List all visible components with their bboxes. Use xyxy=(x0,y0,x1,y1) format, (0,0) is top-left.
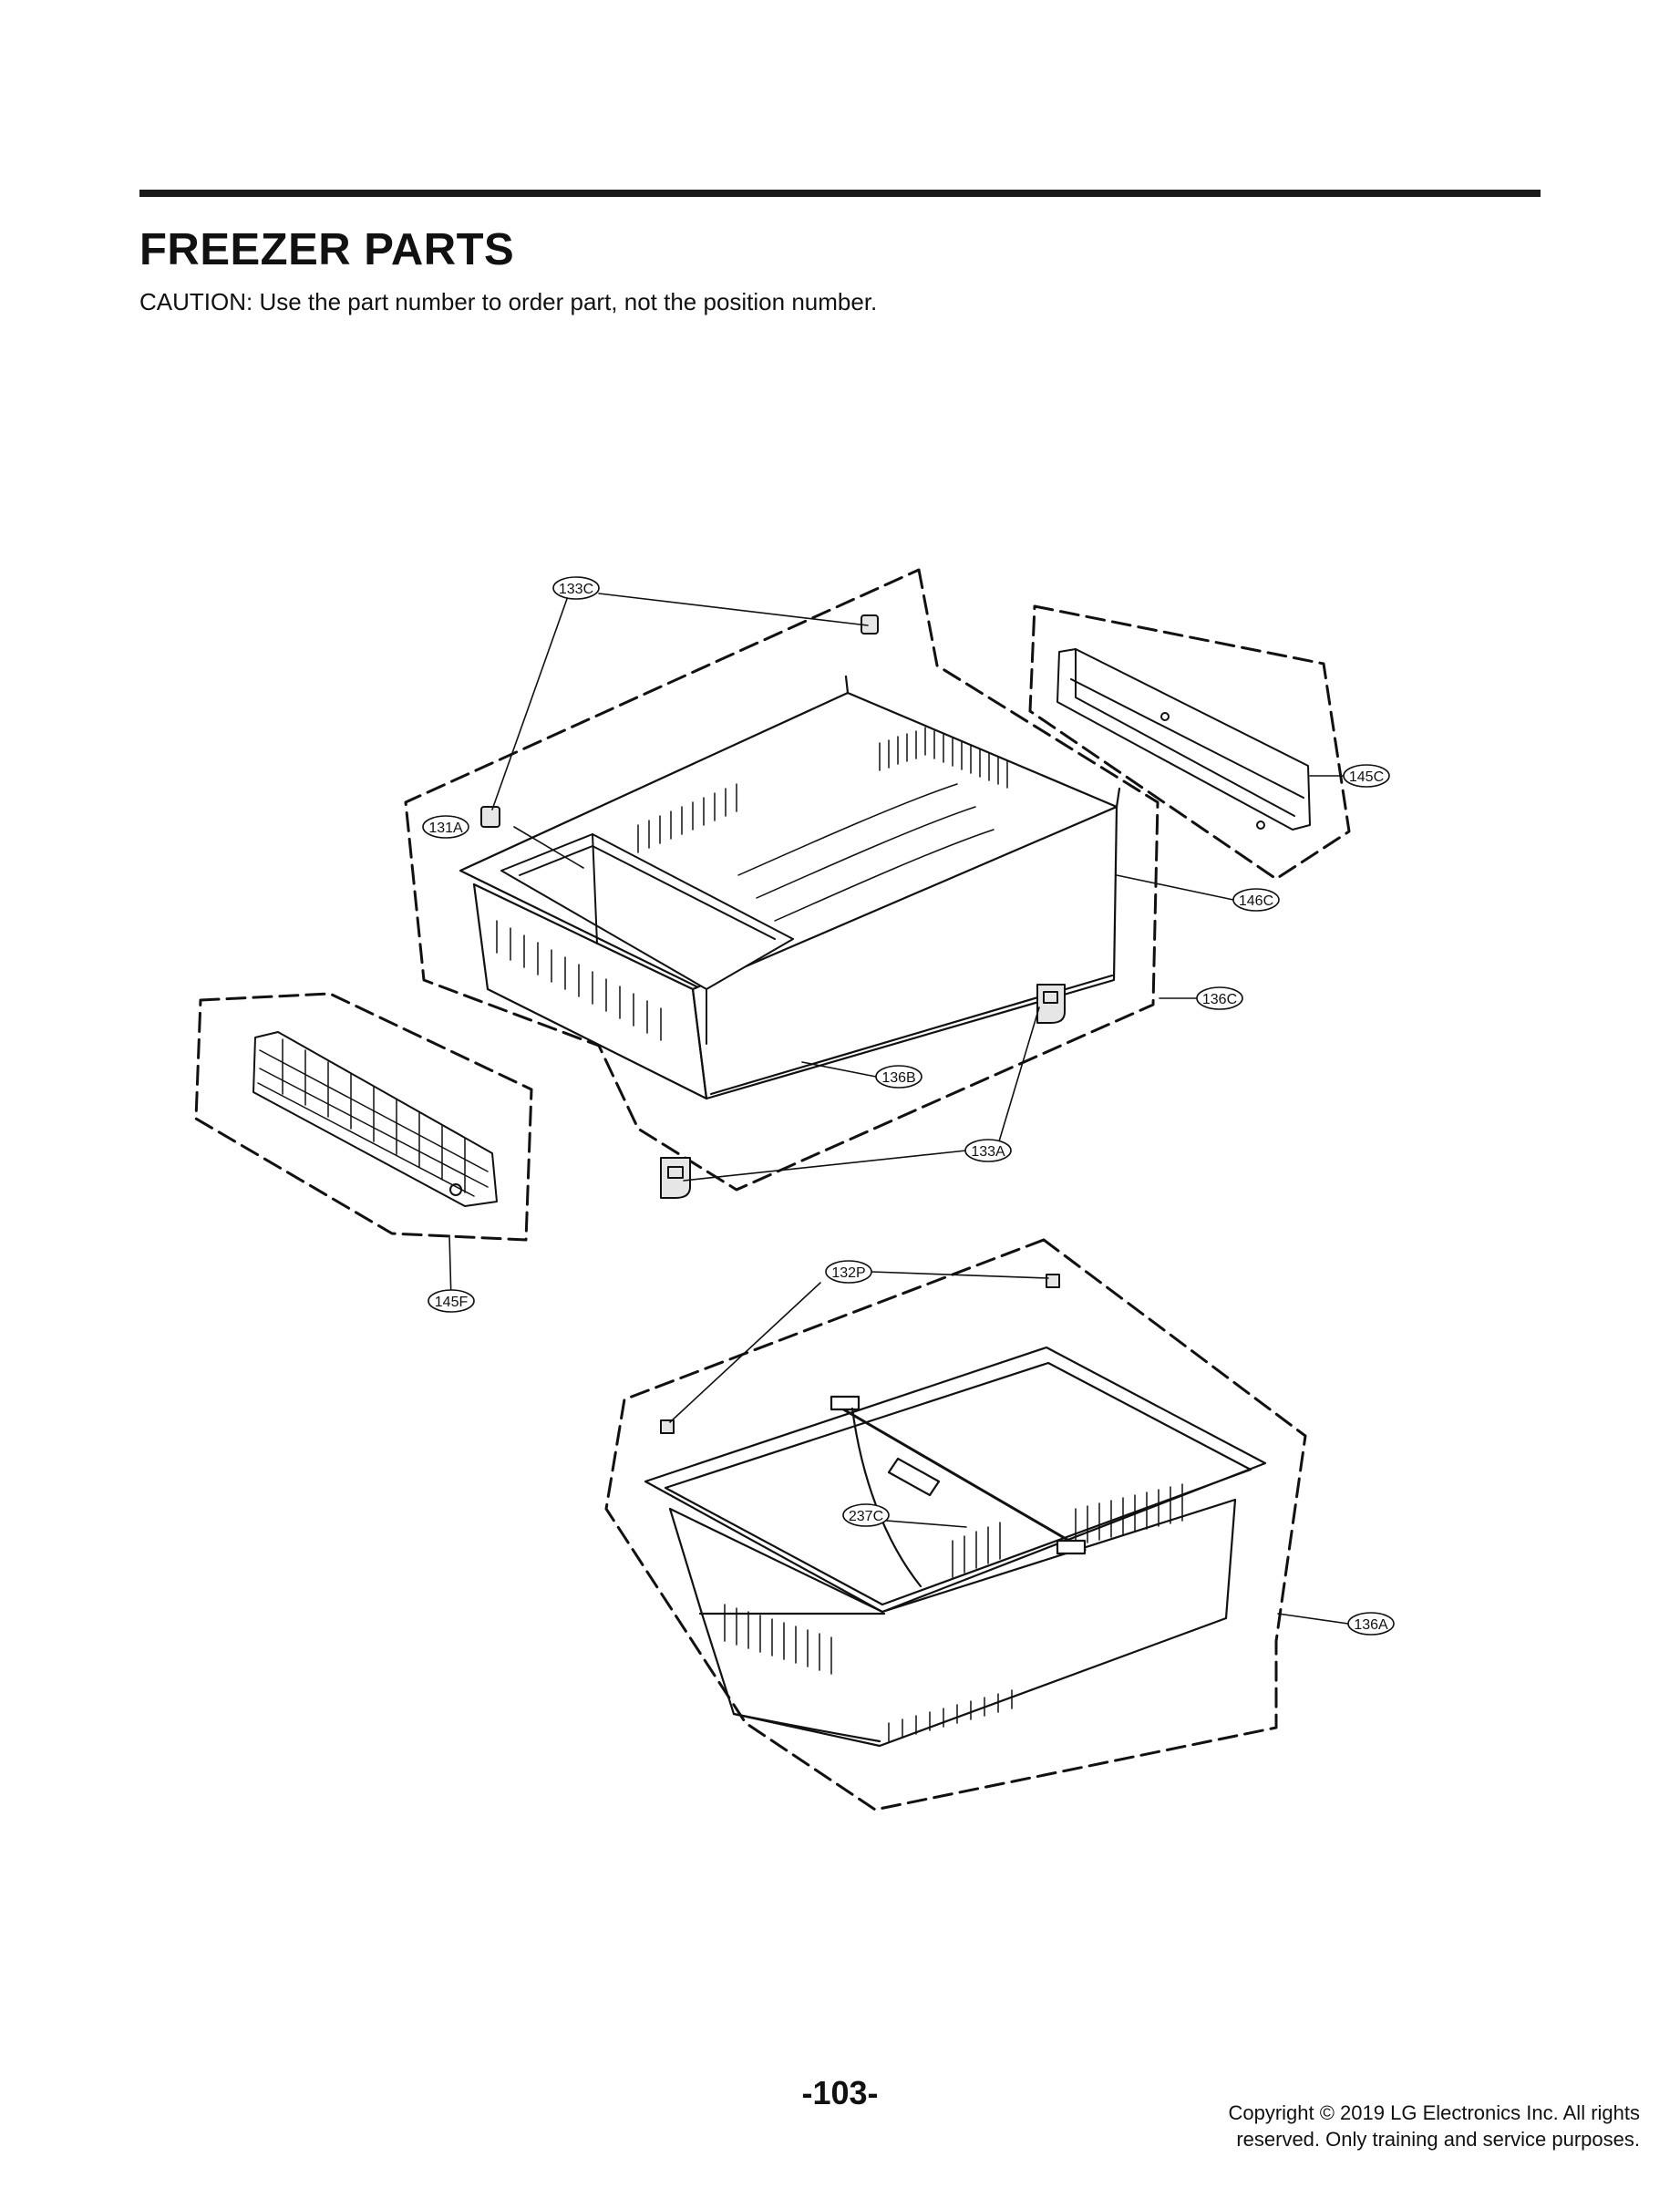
svg-text:136A: 136A xyxy=(1354,1617,1388,1633)
lower-basket xyxy=(644,1346,1267,1748)
lower-basket-group-outline xyxy=(604,1238,1307,1811)
svg-text:136B: 136B xyxy=(881,1070,915,1086)
copyright-notice: Copyright © 2019 LG Electronics Inc. All… xyxy=(1129,2100,1640,2152)
cover-group-outline xyxy=(194,992,533,1242)
copyright-line-1: Copyright © 2019 LG Electronics Inc. All… xyxy=(1228,2101,1640,2124)
caution-note: CAUTION: Use the part number to order pa… xyxy=(139,288,878,315)
clips-132P xyxy=(660,1274,1060,1434)
callout-136C: 136C xyxy=(1196,986,1243,1010)
svg-text:133A: 133A xyxy=(971,1144,1005,1160)
svg-text:131A: 131A xyxy=(428,820,463,836)
page-title: FREEZER PARTS xyxy=(139,225,515,274)
callout-237C: 237C xyxy=(842,1503,890,1527)
rail-145C xyxy=(1056,648,1311,831)
svg-text:136C: 136C xyxy=(1202,992,1237,1007)
header-rule xyxy=(139,190,1541,197)
stopper-133A-left xyxy=(660,1157,691,1199)
cover-145F xyxy=(253,1031,498,1207)
divider-237C xyxy=(830,1395,1087,1588)
stopper-133C-left xyxy=(480,806,500,828)
copyright-line-2: reserved. Only training and service purp… xyxy=(1236,2128,1640,2151)
callout-146C: 146C xyxy=(1232,888,1280,912)
svg-text:145C: 145C xyxy=(1349,769,1384,785)
callout-145C: 145C xyxy=(1343,764,1390,788)
page-number: -103- xyxy=(801,2074,879,2111)
callout-145F: 145F xyxy=(428,1289,475,1313)
callout-131A: 131A xyxy=(422,815,469,839)
callout-133C: 133C xyxy=(552,576,600,600)
callout-136B: 136B xyxy=(875,1065,922,1089)
stopper-133A-right xyxy=(1036,984,1066,1024)
rail-group-outline xyxy=(1028,604,1351,881)
svg-text:237C: 237C xyxy=(849,1509,883,1524)
callout-133A: 133A xyxy=(964,1139,1012,1162)
inner-tray xyxy=(500,833,794,1045)
callout-132P: 132P xyxy=(825,1260,872,1284)
callout-136A: 136A xyxy=(1347,1612,1395,1636)
svg-text:145F: 145F xyxy=(435,1295,469,1310)
svg-text:133C: 133C xyxy=(559,582,593,597)
svg-text:146C: 146C xyxy=(1239,893,1273,909)
svg-text:132P: 132P xyxy=(831,1265,865,1281)
